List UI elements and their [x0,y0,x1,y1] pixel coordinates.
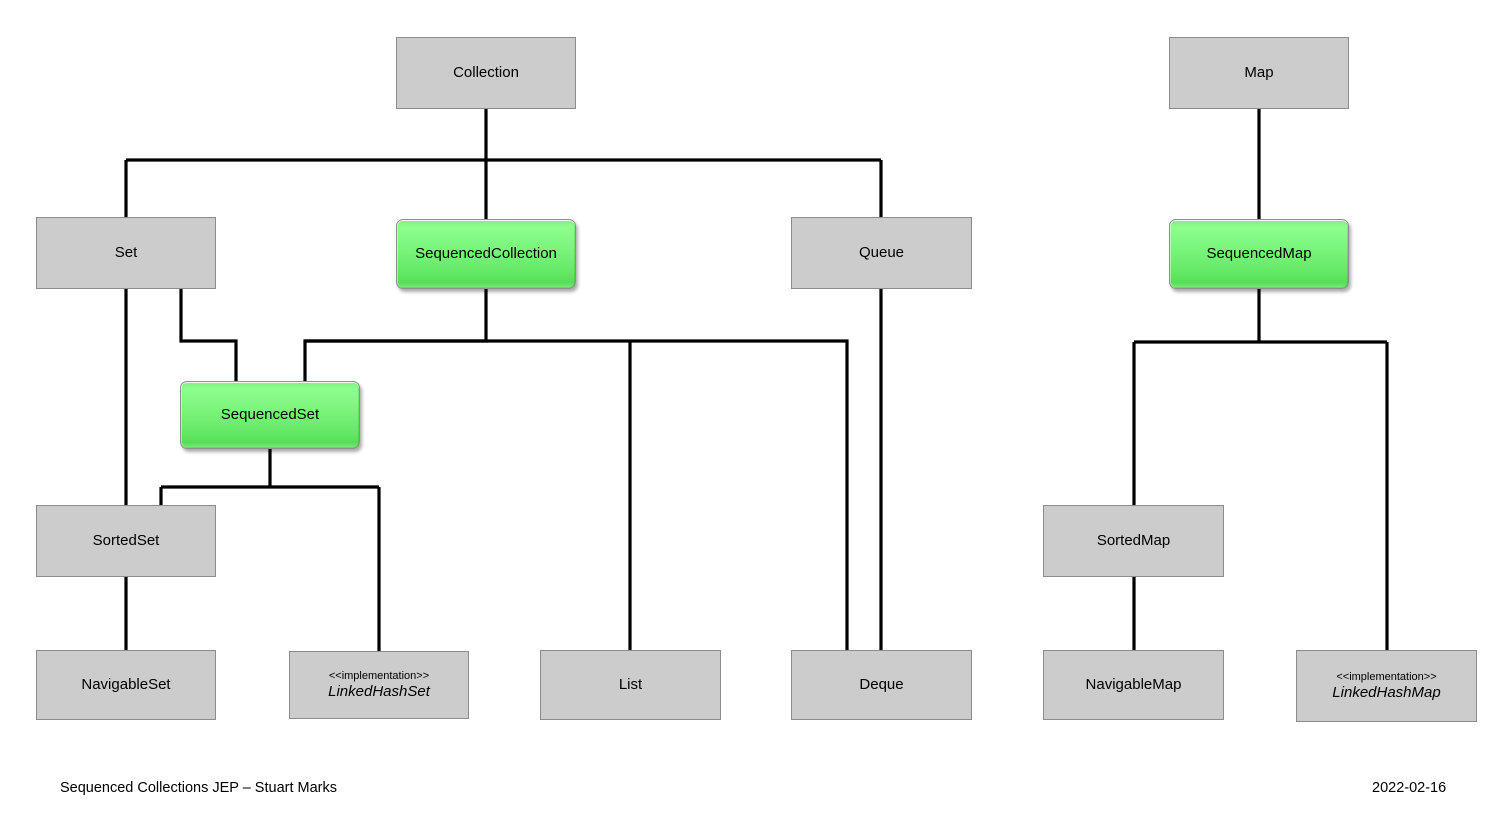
class-node-deque[interactable]: Deque [791,650,972,720]
class-name-label: Queue [858,244,905,262]
edge-collection-to-set [124,109,881,217]
class-node-queue[interactable]: Queue [791,217,972,289]
stereotype-label: <<implementation>> [1336,670,1437,683]
class-name-label: NavigableMap [1085,676,1182,694]
class-node-sequencedset[interactable]: SequencedSet [180,381,360,449]
edge-sequencedset-to-sortedset [159,449,379,505]
class-name-label: LinkedHashSet [328,682,430,700]
footer-date-label: 2022-02-16 [1372,780,1447,796]
class-node-sortedmap[interactable]: SortedMap [1043,505,1224,577]
footer-author-label: Sequenced Collections JEP – Stuart Marks [60,780,337,796]
class-name-label: SortedSet [92,532,160,550]
class-node-linkedhashset[interactable]: <<implementation>>LinkedHashSet [289,651,469,719]
class-name-label: Deque [859,676,904,694]
class-name-label: SequencedSet [220,406,320,424]
class-node-list[interactable]: List [540,650,721,720]
class-name-label: SequencedMap [1206,245,1312,263]
class-name-label: Collection [453,64,519,82]
class-name-label: SortedMap [1096,532,1171,550]
class-node-navigableset[interactable]: NavigableSet [36,650,216,720]
edge-set-to-sequencedset [179,289,238,381]
edge-sequencedcollection-to-sequencedset [303,289,488,381]
class-node-sortedset[interactable]: SortedSet [36,505,216,577]
class-name-label: LinkedHashMap [1332,683,1441,701]
class-node-linkedhashmap[interactable]: <<implementation>>LinkedHashMap [1296,650,1477,722]
class-node-navigablemap[interactable]: NavigableMap [1043,650,1224,720]
class-name-label: SequencedCollection [415,245,557,263]
class-name-label: Set [114,244,138,262]
class-node-map[interactable]: Map [1169,37,1349,109]
class-name-label: NavigableSet [81,676,171,694]
class-node-set[interactable]: Set [36,217,216,289]
class-name-label: List [618,676,643,694]
class-name-label: Map [1244,64,1274,82]
edge-sequencedcollection-to-deque [305,339,849,650]
class-node-collection[interactable]: Collection [396,37,576,109]
stereotype-label: <<implementation>> [328,669,430,682]
class-node-sequencedmap[interactable]: SequencedMap [1169,219,1349,289]
class-node-sequencedcollection[interactable]: SequencedCollection [396,219,576,289]
edge-sequencedmap-to-sortedmap [1132,289,1387,505]
